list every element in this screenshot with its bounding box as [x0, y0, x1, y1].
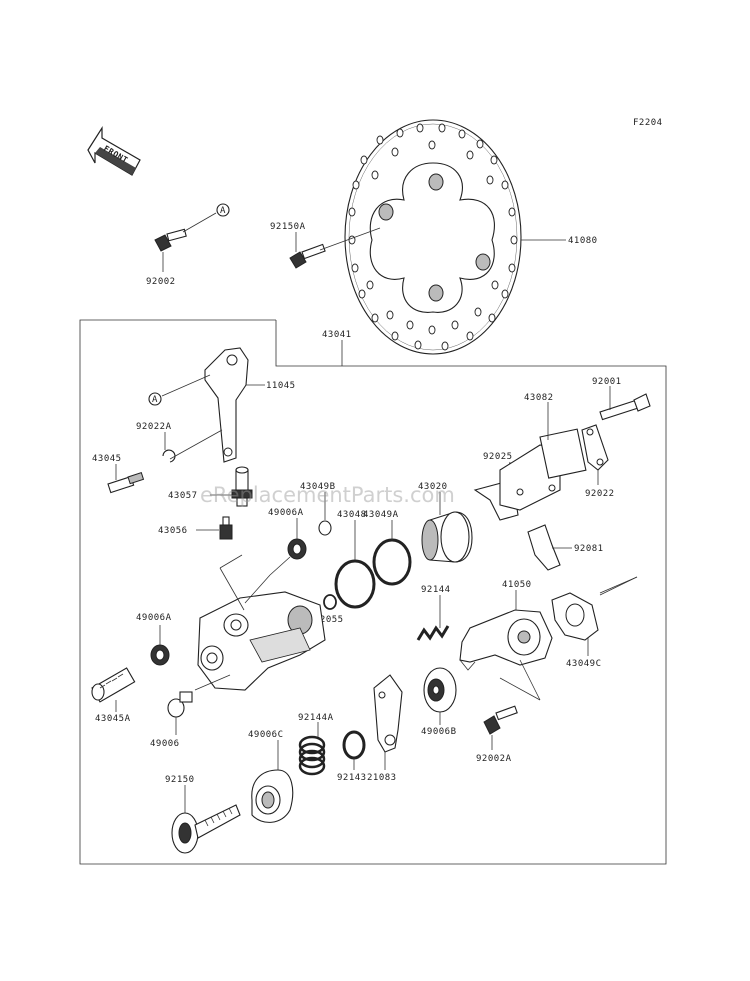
label-49006: 49006: [150, 739, 180, 749]
label-43048: 43048: [337, 510, 367, 520]
watermark: eReplacementParts.com: [200, 483, 455, 507]
return-spring: [416, 625, 450, 641]
disc-bolt: [289, 227, 381, 269]
circlip: [162, 449, 176, 463]
slide-pin-bottom: [91, 667, 136, 703]
label-43082: 43082: [524, 393, 554, 403]
label-43049A: 43049A: [363, 510, 399, 520]
spring-92144A: [298, 735, 326, 776]
label-43045: 43045: [92, 454, 122, 464]
washer: [342, 730, 366, 760]
cam-lever: [373, 674, 403, 753]
label-92150: 92150: [165, 775, 195, 785]
label-92002A: 92002A: [476, 754, 512, 764]
label-43049C: 43049C: [566, 659, 602, 669]
figure-code: F2204: [633, 118, 663, 128]
brake-pad: [499, 428, 587, 511]
boot-49006B: [423, 667, 457, 713]
label-49006C: 49006C: [248, 730, 284, 740]
label-92001: 92001: [592, 377, 622, 387]
label-49006A-left: 49006A: [136, 613, 172, 623]
label-92025: 92025: [483, 452, 513, 462]
label-92055: 92055: [314, 615, 344, 625]
bolt-92002: [154, 228, 187, 252]
bleeder-valve: [231, 466, 253, 507]
label-43045A: 43045A: [95, 714, 131, 724]
label-49006A-top: 49006A: [268, 508, 304, 518]
label-21083: 21083: [367, 773, 397, 783]
bolt-92002A: [483, 705, 518, 735]
valve: [219, 516, 233, 540]
label-49006B: 49006B: [421, 727, 457, 737]
label-11045: 11045: [266, 381, 296, 391]
label-92081: 92081: [574, 544, 604, 554]
bolt-92150: [171, 804, 241, 854]
pad-clip: [581, 424, 609, 471]
label-43057: 43057: [168, 491, 198, 501]
o-ring: [323, 594, 337, 610]
assembly-frame: [79, 319, 667, 865]
slide-pin-top: [107, 472, 145, 494]
label-92143: 92143: [337, 773, 367, 783]
boot-49006C: [251, 769, 294, 823]
boot-49006: [167, 691, 193, 718]
label-43041: 43041: [322, 330, 352, 340]
label-43056: 43056: [158, 526, 188, 536]
label-92144: 92144: [421, 585, 451, 595]
bleeder-cap: [318, 520, 332, 536]
piston: [421, 511, 473, 563]
label-92144A: 92144A: [298, 713, 334, 723]
front-arrow-icon: FRONT: [87, 125, 141, 176]
label-92002: 92002: [146, 277, 176, 287]
shim: [527, 524, 561, 571]
label-92150A: 92150A: [270, 222, 306, 232]
brake-lever: [459, 609, 553, 671]
caliper-body: [197, 591, 326, 691]
label-43020: 43020: [418, 482, 448, 492]
dust-seal: [372, 538, 412, 586]
label-41080: 41080: [568, 236, 598, 246]
gasket: [551, 592, 599, 641]
pad-bolt: [599, 393, 651, 421]
bracket: [204, 347, 249, 463]
label-92022A: 92022A: [136, 422, 172, 432]
brake-disc: [344, 119, 522, 355]
label-41050: 41050: [502, 580, 532, 590]
ref-marker-a-top: A: [220, 206, 226, 216]
label-43049B: 43049B: [300, 482, 336, 492]
ref-marker-a-bottom: A: [152, 395, 158, 405]
label-92022: 92022: [585, 489, 615, 499]
